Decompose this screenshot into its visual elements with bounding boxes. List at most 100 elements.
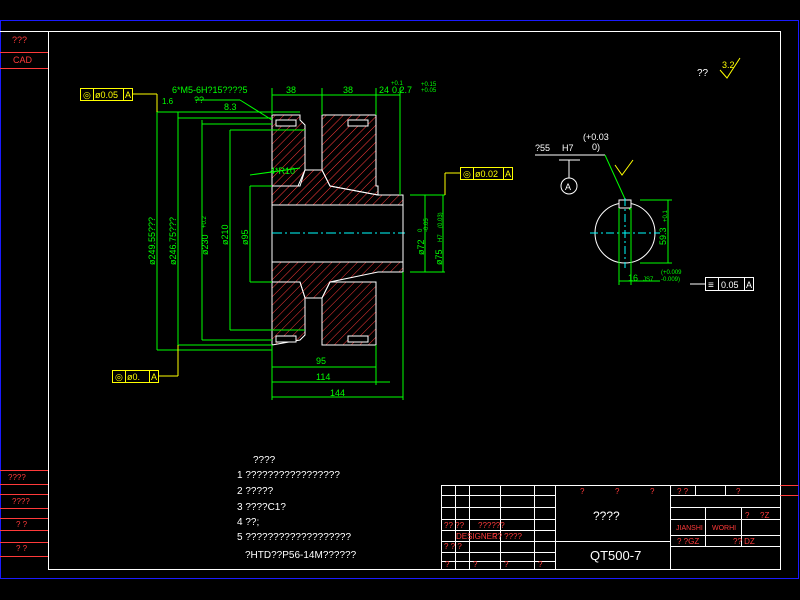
notes-line-1: 1 ????????????????? bbox=[237, 470, 340, 481]
title-sig-3: ? bbox=[538, 560, 543, 569]
keyway-roughness-icon bbox=[614, 159, 634, 176]
dim-24-tol: +0.1 bbox=[391, 81, 404, 87]
ft-k-symbol: ≡ bbox=[708, 280, 714, 291]
ft-bl-symbol: ◎ bbox=[115, 372, 123, 382]
notes-heading: ???? bbox=[253, 455, 276, 466]
dim-95: 95 bbox=[316, 356, 326, 366]
title-sig-2: ? bbox=[504, 560, 509, 569]
dim-27: 0.2.7 bbox=[392, 85, 412, 95]
roughness-prefix: ?? bbox=[697, 68, 709, 79]
notes-line-2: 2 ????? bbox=[237, 486, 274, 497]
keyway-detail-view: ?55 H7 (+0.03 0) A 59.3 +0.1 16 JS7 (+0.… bbox=[535, 132, 682, 285]
dim-38-b: 38 bbox=[343, 85, 353, 95]
tolerance-frame-keyway: ≡ 0.05 A bbox=[690, 277, 754, 291]
tolerance-frame-top-left: ◎ ø0.05 A bbox=[80, 88, 158, 112]
keyway-width-label: 16 bbox=[628, 273, 638, 283]
dim-27-tol-lower: +0.05 bbox=[421, 88, 437, 94]
dim-dia-210: ø210 bbox=[220, 224, 230, 245]
roughness-value: 3.2 bbox=[722, 60, 735, 70]
dim-38-a: 38 bbox=[286, 85, 296, 95]
title-right-mid-b: WORHI bbox=[712, 525, 736, 532]
ft-tl-value: ø0.05 bbox=[95, 90, 118, 100]
dim-114: 114 bbox=[316, 372, 330, 382]
strip-label-d: ? ? bbox=[16, 544, 28, 553]
title-right-header-1: ? bbox=[615, 487, 620, 496]
strip-label-c: ? ? bbox=[16, 520, 28, 529]
title-row-label-0: ?? ?? bbox=[444, 521, 465, 530]
dim-dia-75-h7: H7 bbox=[438, 234, 444, 242]
dim-dia-246: ø246.75??? bbox=[168, 217, 178, 265]
ft-r-datum: A bbox=[505, 169, 511, 179]
title-row-label-2: ? ? ? bbox=[444, 542, 462, 551]
keyway-width-tol-lower: -0.009) bbox=[661, 277, 680, 283]
hatch-upper-right-flange bbox=[321, 114, 379, 196]
keyway-datum: A bbox=[565, 182, 571, 192]
tolerance-frame-bottom-left: ◎ ø0. A bbox=[112, 345, 179, 383]
dim-dia-72: ø72 bbox=[416, 239, 426, 255]
keyway-depth-tol: +0.1 bbox=[663, 209, 669, 222]
title-designer-label: DESIGNER bbox=[456, 532, 498, 541]
keyway-depth-label: 59.3 bbox=[658, 227, 668, 245]
dim-dia-72-tol-b: -0.05 bbox=[424, 218, 430, 232]
dimension-texts: 6*M5-6H?15????5 ?? 38 38 24 0.2.7 +0.15 … bbox=[147, 81, 444, 398]
notes-line-5: 5 ??????????????????? bbox=[237, 532, 351, 543]
dim-dia-249: ø249.55??? bbox=[147, 217, 157, 265]
dim-dia-75: ø75 bbox=[434, 249, 444, 265]
strip-label-a: ???? bbox=[8, 473, 26, 482]
keyway-width-tol-upper: (+0.009 bbox=[661, 270, 682, 276]
dimension-lines bbox=[156, 88, 445, 400]
notes-line-3: 3 ????C1? bbox=[237, 502, 286, 513]
title-block: ???? QT500-7 DESIGNER ?? ???? ?? ?? ????… bbox=[441, 485, 799, 570]
ft-k-datum: A bbox=[746, 280, 752, 290]
ft-tl-datum: A bbox=[125, 90, 131, 100]
title-right-low-a: ? ?GZ bbox=[677, 537, 699, 546]
title-right-mid-a: JIANSHI bbox=[676, 525, 703, 532]
ft-tl-symbol: ◎ bbox=[83, 90, 91, 100]
dim-144: 144 bbox=[330, 388, 345, 398]
roughness-symbol-icon bbox=[719, 57, 741, 79]
dim-8-3: 8.3 bbox=[224, 102, 237, 112]
thread-hole-tl bbox=[275, 119, 297, 127]
inner-drawing-frame bbox=[48, 31, 781, 570]
ft-bl-datum: A bbox=[151, 372, 157, 382]
pulley-section-view bbox=[271, 114, 405, 346]
tolerance-frame-right: ◎ ø0.02 A bbox=[444, 167, 513, 195]
technical-notes: ???? 1 ????????????????? 2 ????? 3 ????C… bbox=[237, 455, 357, 561]
dim-dia-75-tol: (0.03) bbox=[438, 212, 444, 228]
strip-cad-label: CAD bbox=[13, 55, 33, 65]
notes-line-4: 4 ??; bbox=[237, 517, 259, 528]
keyway-bore-label: ?55 bbox=[535, 143, 550, 153]
keyway-bore-fit: H7 bbox=[562, 143, 574, 153]
strip-label-b: ???? bbox=[12, 497, 30, 506]
dim-dia-95: ø95 bbox=[240, 229, 250, 245]
ft-bl-value: ø0. bbox=[127, 372, 140, 382]
title-right-mid-d: ?Z bbox=[760, 511, 769, 520]
dim-dia-230-tol: +0.2 bbox=[202, 215, 208, 228]
thread-hole-tr bbox=[347, 119, 369, 127]
thread-hole-br bbox=[347, 335, 369, 343]
title-right-header-3: ? ? bbox=[677, 487, 689, 496]
dim-dia-72-tol-a: 0 bbox=[418, 228, 424, 232]
dim-top-note-sub: ?? bbox=[194, 95, 204, 105]
keyway-bore-tol-lower: 0) bbox=[592, 142, 600, 152]
dim-top-note: 6*M5-6H?15????5 bbox=[172, 85, 248, 95]
strip-top-label: ??? bbox=[12, 35, 27, 45]
title-right-header-4: ? bbox=[736, 487, 741, 496]
dim-1-6: 1.6 bbox=[162, 97, 174, 106]
dim-27-tol-upper: +0.15 bbox=[421, 82, 437, 88]
title-sig-1: ? bbox=[473, 560, 478, 569]
datum-a-circle bbox=[560, 177, 578, 195]
ft-r-symbol: ◎ bbox=[463, 169, 471, 179]
left-strip: ??? CAD ???? ???? ? ? ? ? bbox=[0, 35, 48, 557]
thread-hole-bl bbox=[275, 335, 297, 343]
dim-r10: 4*R10 bbox=[270, 166, 295, 176]
title-designer-extra: ?? ???? bbox=[493, 532, 522, 541]
title-part-name: ???? bbox=[593, 509, 620, 523]
title-sig-0: ? bbox=[445, 560, 450, 569]
title-right-low-b: ?? DZ bbox=[733, 537, 755, 546]
ft-r-value: ø0.02 bbox=[475, 169, 498, 179]
ft-k-value: 0.05 bbox=[721, 280, 739, 290]
title-material: QT500-7 bbox=[590, 548, 641, 563]
notes-line-6: ?HTD??P56-14M?????? bbox=[245, 550, 357, 561]
